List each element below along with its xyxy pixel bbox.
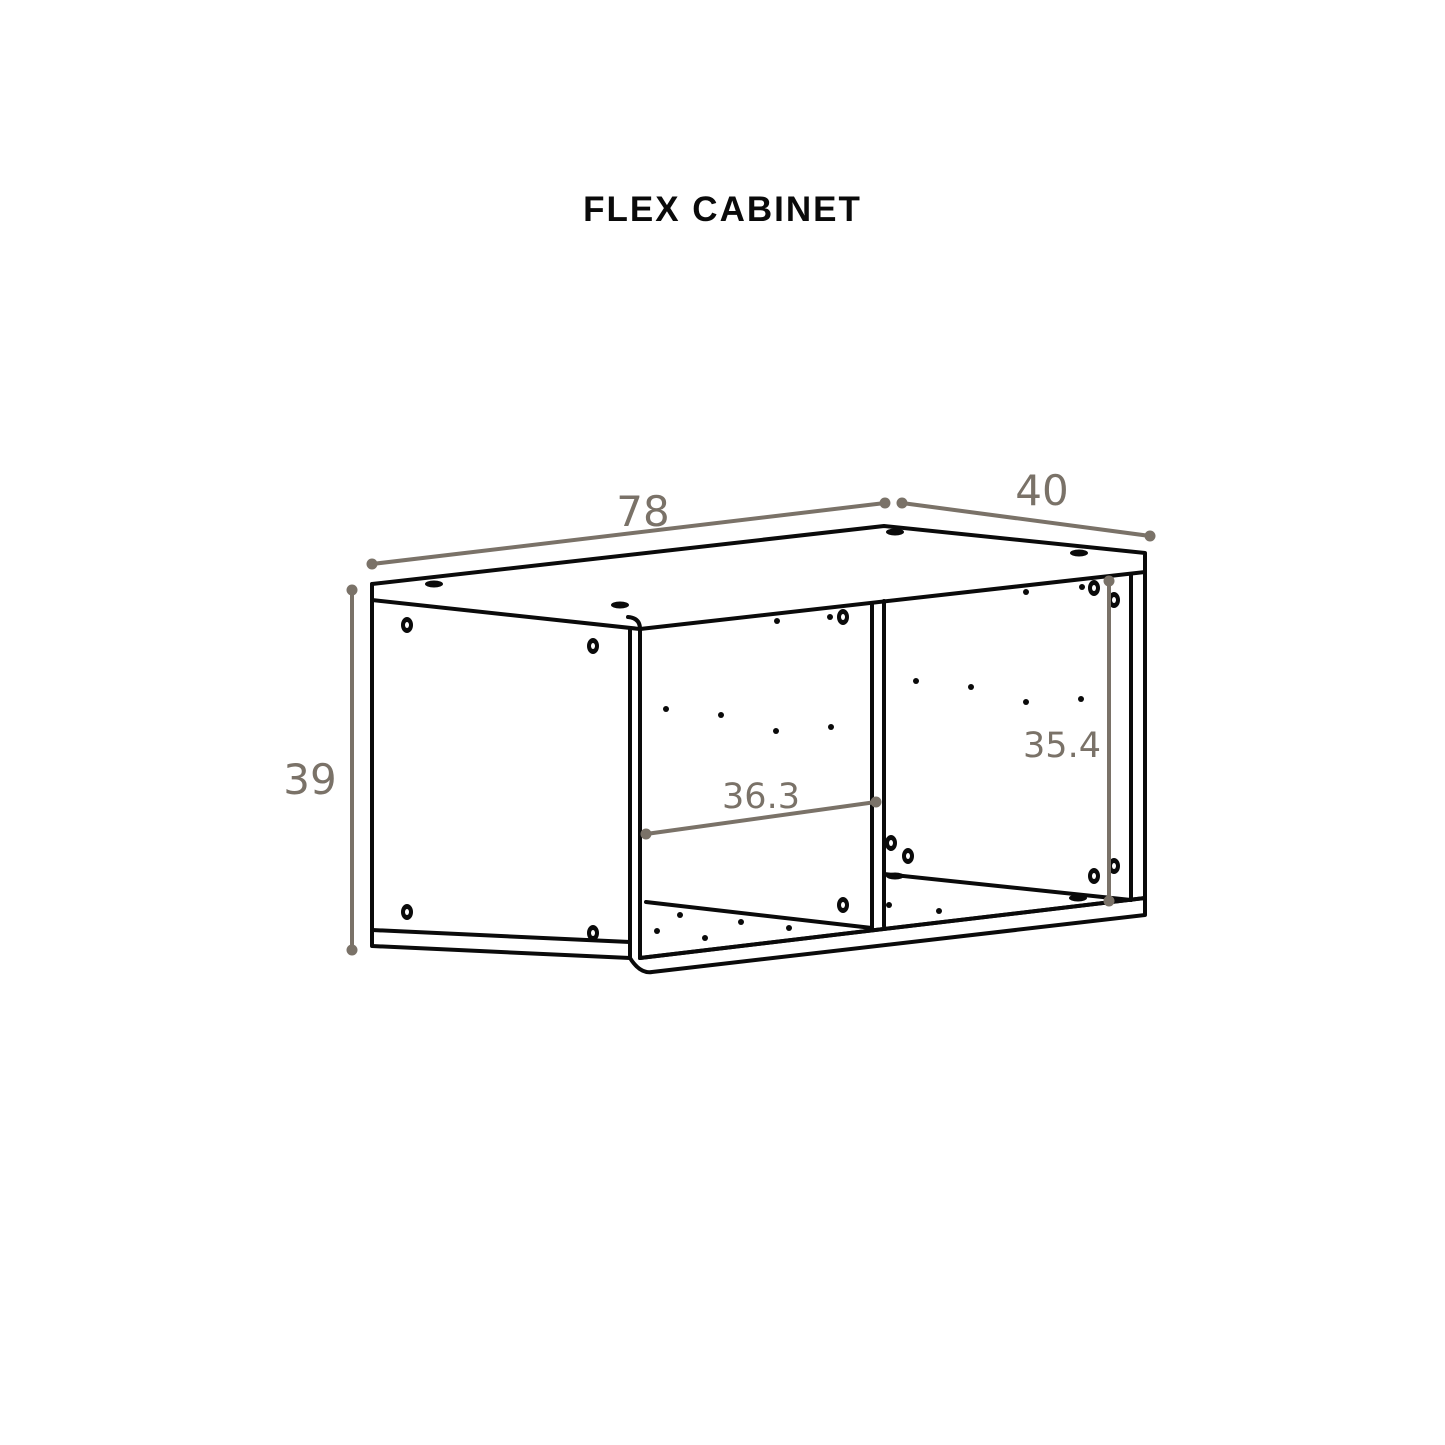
- shelf-pin-hole-icon: [654, 928, 660, 934]
- dimension-endpoint-icon: [640, 828, 652, 840]
- depth-dimension-label: 40: [1015, 466, 1068, 515]
- shelf-pin-hole-icon: [1079, 584, 1085, 590]
- diagram-title: FLEX CABINET: [583, 190, 862, 229]
- shelf-pin-hole-icon: [968, 684, 974, 690]
- screw-hole-center: [1112, 597, 1116, 603]
- cabinet-edge: [638, 896, 1147, 960]
- shelf-pin-hole-icon: [936, 908, 942, 914]
- dimension-endpoint-icon: [879, 497, 891, 509]
- cabinet-holes: [401, 528, 1120, 941]
- shelf-pin-hole-icon: [1023, 589, 1029, 595]
- cam-slot-icon: [611, 601, 629, 609]
- cabinet-edge: [882, 872, 1133, 902]
- dimension-endpoint-icon: [346, 944, 358, 956]
- shelf-pin-hole-icon: [738, 919, 744, 925]
- cam-slot-icon: [425, 580, 443, 588]
- screw-hole-center: [591, 930, 595, 936]
- inner-width-dimension-label: 36.3: [722, 777, 800, 817]
- cam-slot-icon: [1070, 549, 1088, 557]
- screw-hole-center: [1092, 873, 1096, 879]
- inner-height-dimension-label: 35.4: [1023, 726, 1101, 766]
- shelf-pin-hole-icon: [677, 912, 683, 918]
- cam-slot-icon: [886, 528, 904, 536]
- cabinet-edge: [370, 524, 1147, 631]
- shelf-pin-hole-icon: [786, 925, 792, 931]
- screw-hole-center: [841, 902, 845, 908]
- shelf-pin-hole-icon: [1023, 699, 1029, 705]
- dimension-endpoint-icon: [1103, 895, 1115, 907]
- dimension-endpoint-icon: [366, 558, 378, 570]
- screw-hole-center: [906, 853, 910, 859]
- dimension-endpoint-icon: [870, 796, 882, 808]
- shelf-pin-hole-icon: [718, 712, 724, 718]
- shelf-pin-hole-icon: [828, 724, 834, 730]
- shelf-pin-hole-icon: [663, 706, 669, 712]
- width-dimension-line: [370, 501, 887, 566]
- cabinet-edge: [644, 900, 874, 930]
- height-dimension-label: 39: [283, 755, 336, 804]
- shelf-pin-hole-icon: [773, 728, 779, 734]
- dimension-endpoint-icon: [346, 584, 358, 596]
- cabinet-edge: [370, 598, 632, 960]
- screw-hole-center: [1112, 863, 1116, 869]
- shelf-pin-hole-icon: [1078, 696, 1084, 702]
- screw-hole-center: [405, 622, 409, 628]
- cabinet-edge: [370, 928, 632, 944]
- screw-hole-center: [591, 643, 595, 649]
- cam-slot-icon: [886, 872, 904, 880]
- dimension-lines: [346, 497, 1156, 956]
- width-dimension-label: 78: [616, 487, 669, 536]
- screw-hole-center: [841, 614, 845, 620]
- cam-slot-icon: [1069, 894, 1087, 902]
- shelf-pin-hole-icon: [702, 935, 708, 941]
- shelf-pin-hole-icon: [827, 614, 833, 620]
- dimension-endpoint-icon: [1144, 530, 1156, 542]
- dimension-endpoint-icon: [896, 497, 908, 509]
- cabinet-outline: [370, 524, 1147, 975]
- cabinet-edge: [628, 896, 1147, 975]
- screw-hole-center: [405, 909, 409, 915]
- screw-hole-center: [889, 840, 893, 846]
- shelf-pin-hole-icon: [886, 902, 892, 908]
- inner-width-dimension-line: [644, 800, 878, 836]
- shelf-pin-hole-icon: [774, 618, 780, 624]
- shelf-pin-hole-icon: [913, 678, 919, 684]
- dimension-endpoint-icon: [1103, 575, 1115, 587]
- screw-hole-center: [1092, 585, 1096, 591]
- depth-dimension-line: [900, 501, 1152, 538]
